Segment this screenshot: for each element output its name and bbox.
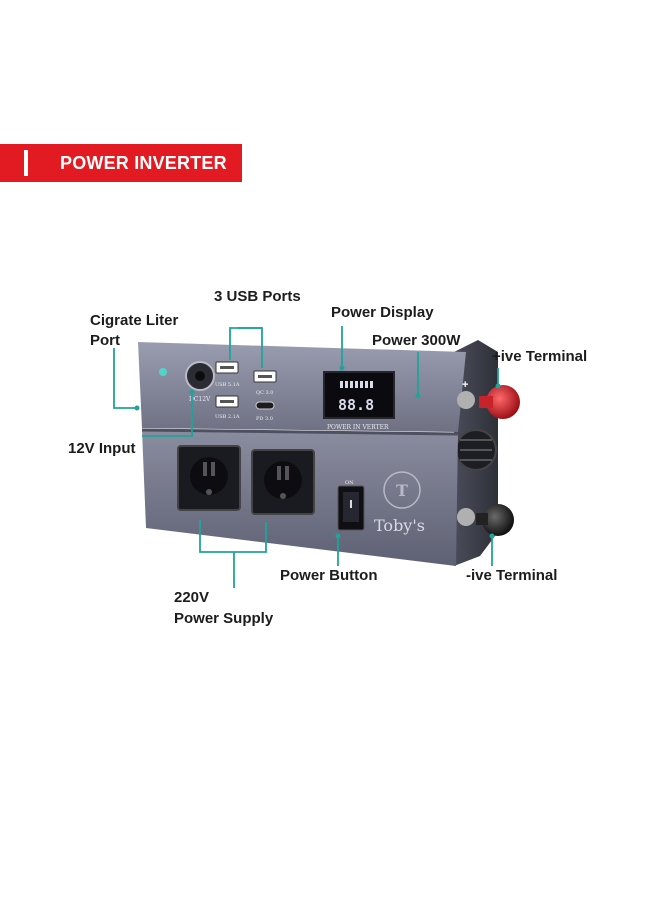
cigarette-lighter-port [185,361,215,391]
positive-terminal [457,385,520,419]
dc-port-label: DC12V [189,396,211,403]
indicator-led [159,368,167,376]
battery-level-bars [340,381,373,388]
label-negative-terminal: -ive Terminal [466,567,558,584]
svg-text:T: T [396,481,408,500]
banner-accent-bar [24,150,28,176]
usb-a1-label: USB 5.1A [215,382,240,388]
label-power-button: Power Button [280,567,378,584]
banner-title: POWER INVERTER [60,153,227,173]
callout-dots [134,365,501,539]
label-12v-input: 12V Input [68,440,136,457]
qc-label: QC 3.0 [256,390,273,396]
callout-lines [113,326,499,588]
negative-terminal [457,504,514,536]
ac-socket-1 [177,445,241,511]
usb-a2-label: USB 2.1A [215,414,240,420]
ac-socket-2 [251,449,315,515]
power-display [323,371,395,419]
terminal-plus-mark: + [462,379,468,391]
pd-label: PD 3.0 [256,416,273,422]
fan-grille [455,429,497,471]
label-positive-terminal: +ive Terminal [492,348,588,365]
inverter-upper-panel [138,342,466,432]
brand-crest: T [383,471,421,509]
label-power-rating: Power 300W [372,332,461,349]
display-readout: 88.8 [338,396,374,414]
label-power-display: Power Display [331,304,434,321]
switch-label: ON [345,480,354,486]
power-switch [337,485,365,531]
usb-port-typec [255,401,275,410]
brand-name: Toby's [374,516,425,535]
title-banner: POWER INVERTER [0,144,242,182]
label-usb-ports: 3 USB Ports [214,288,301,305]
label-lighter-port: Cigrate Liter Port [90,312,179,349]
label-220v-supply: 220V Power Supply [174,589,274,627]
panel-text: POWER IN VERTER [327,424,389,431]
